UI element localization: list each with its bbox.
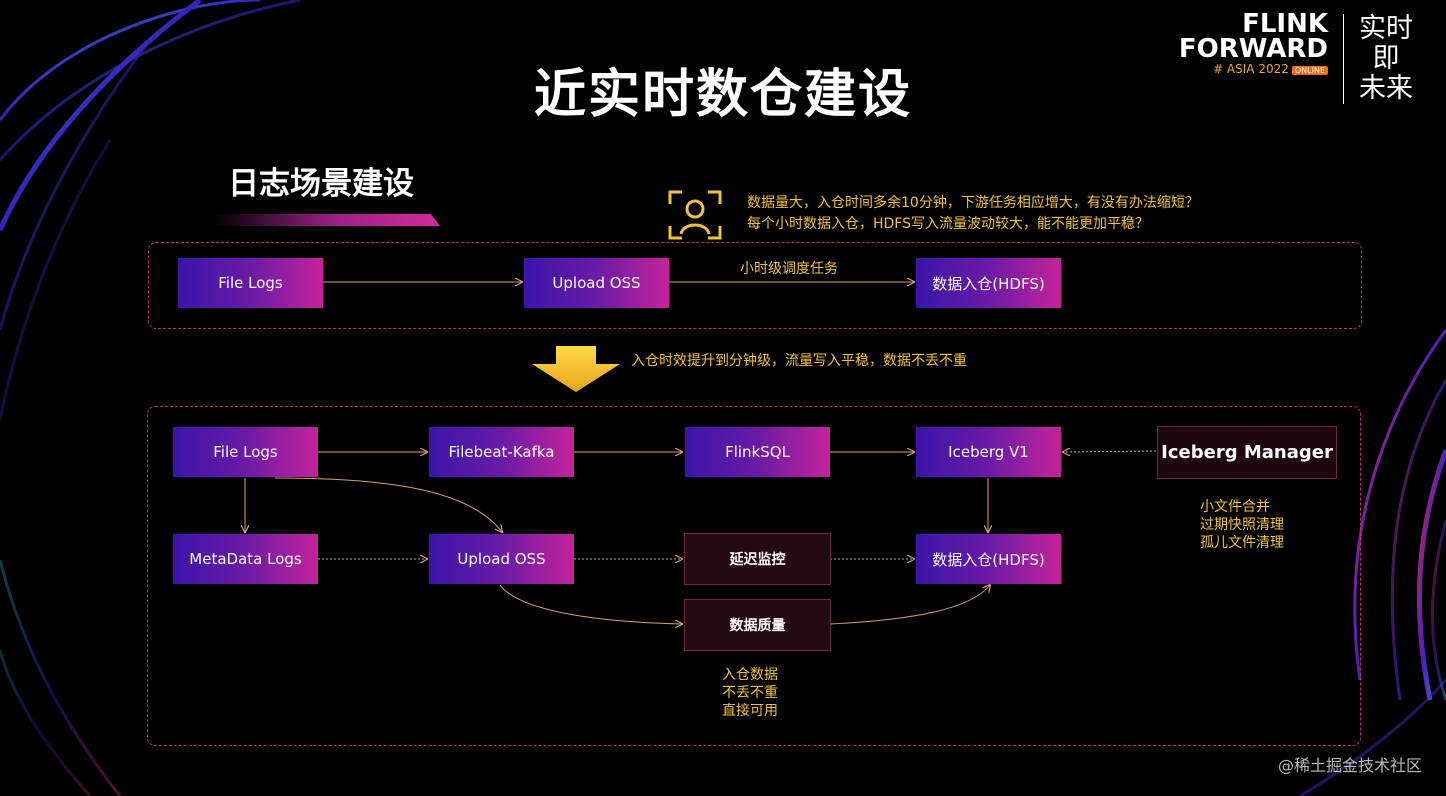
after-panel — [147, 406, 1361, 746]
edge-uploadoss-quality — [499, 584, 682, 624]
brand-line3: # ASIA 2022 — [1213, 62, 1289, 76]
node-metadata-logs: MetaData Logs — [173, 534, 318, 584]
node-latency-monitor: 延迟监控 — [684, 533, 831, 585]
quality-note: 直接可用 — [722, 703, 778, 719]
edge-manager-iceberg — [1063, 451, 1157, 452]
edge-quality-warehouse — [829, 585, 990, 625]
node-iceberg-manager: Iceberg Manager — [1157, 426, 1337, 479]
manager-task: 过期快照清理 — [1200, 517, 1284, 533]
edge-filelogs-uploadoss2 — [274, 477, 502, 532]
quality-notes: 入仓数据 不丢不重 直接可用 — [722, 666, 778, 720]
problem-line2: 每个小时数据入仓，HDFS写入流量波动较大，能不能更加平稳？ — [747, 216, 1149, 232]
slogan-line2: 未来 — [1359, 73, 1413, 104]
node-file-logs-before: File Logs — [178, 258, 323, 308]
slogan-line1: 实时即 — [1359, 13, 1413, 74]
node-flinksql: FlinkSQL — [685, 427, 830, 477]
manager-tasks: 小文件合并 过期快照清理 孤儿文件清理 — [1200, 498, 1284, 552]
page-title: 近实时数仓建设 — [533, 65, 912, 125]
node-iceberg-v1: Iceberg V1 — [916, 427, 1061, 477]
node-upload-oss: Upload OSS — [429, 534, 574, 584]
arrow-down-icon — [532, 346, 620, 392]
quality-note: 不丢不重 — [722, 685, 778, 701]
node-filebeat-kafka: Filebeat-Kafka — [429, 427, 574, 477]
transition-text: 入仓时效提升到分钟级，流量写入平稳，数据不丢不重 — [631, 353, 967, 369]
before-panel — [148, 242, 1362, 329]
user-focus-icon — [668, 190, 722, 240]
node-warehouse-before: 数据入仓(HDFS) — [916, 258, 1061, 308]
node-data-quality: 数据质量 — [684, 599, 831, 651]
manager-task: 孤儿文件清理 — [1200, 535, 1284, 551]
quality-note: 入仓数据 — [722, 667, 778, 683]
brand-line2: FORWARD — [1178, 34, 1328, 64]
node-warehouse: 数据入仓(HDFS) — [916, 534, 1061, 584]
node-upload-oss-before: Upload OSS — [524, 258, 669, 308]
manager-task: 小文件合并 — [1200, 499, 1270, 515]
hourly-job-label: 小时级调度任务 — [740, 261, 838, 277]
subtitle-underline — [212, 214, 440, 226]
node-file-logs: File Logs — [173, 427, 318, 477]
watermark: @稀土掘金技术社区 — [1277, 756, 1422, 775]
slogan: 实时即 未来 — [1343, 14, 1414, 104]
online-badge: ONLINE — [1291, 66, 1328, 75]
brand-line1: FLINK — [1242, 9, 1328, 39]
section-subtitle: 日志场景建设 — [228, 166, 414, 202]
problem-line1: 数据量大，入仓时间多余10分钟，下游任务相应增大，有没有办法缩短？ — [747, 195, 1199, 211]
